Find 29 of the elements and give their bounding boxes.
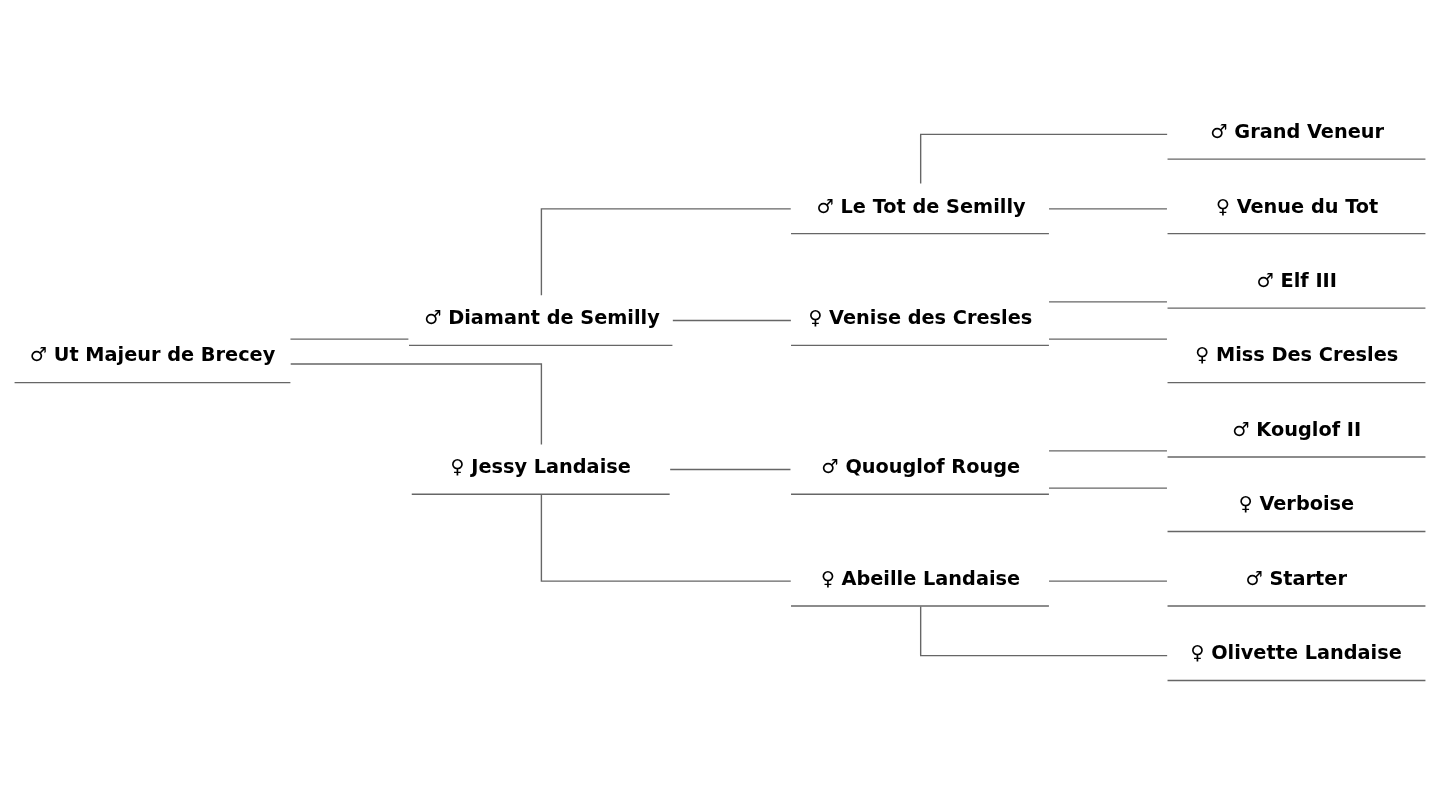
node-text: ♀ Jessy Landaise (450, 455, 631, 479)
node-text: ♂ Kouglof II (1232, 417, 1362, 441)
connector (1048, 580, 1168, 582)
node-text: ♀ Miss Des Cresles (1195, 343, 1399, 367)
node-text: ♂ Diamant de Semilly (424, 306, 660, 330)
node-text: ♂ Quouglof Rouge (821, 455, 1021, 479)
node-text: ♀ Venise des Cresles (808, 306, 1033, 330)
connector (290, 363, 543, 446)
connector (1048, 450, 1168, 452)
node-text: ♀ Abeille Landaise (820, 566, 1021, 590)
node-text: ♂ Ut Majeur de Brecey (29, 343, 276, 367)
node-text: ♂ Starter (1245, 566, 1347, 590)
node-text: ♀ Verboise (1238, 492, 1355, 516)
connector (919, 605, 1168, 657)
connector (669, 468, 792, 471)
node-text: ♀ Venue du Tot (1215, 194, 1379, 218)
node-text: ♂ Elf III (1256, 269, 1337, 293)
connector (919, 133, 1168, 185)
connector (1048, 487, 1168, 489)
connector (289, 338, 410, 340)
connector (1048, 208, 1168, 210)
connector (1048, 338, 1168, 340)
node-text: ♂ Le Tot de Semilly (816, 194, 1026, 218)
connector (540, 494, 792, 582)
node-text: ♂ Grand Veneur (1210, 120, 1385, 144)
connector (1048, 301, 1168, 303)
connector (540, 208, 792, 296)
node-text: ♀ Olivette Landaise (1190, 641, 1402, 665)
connector (672, 319, 792, 322)
